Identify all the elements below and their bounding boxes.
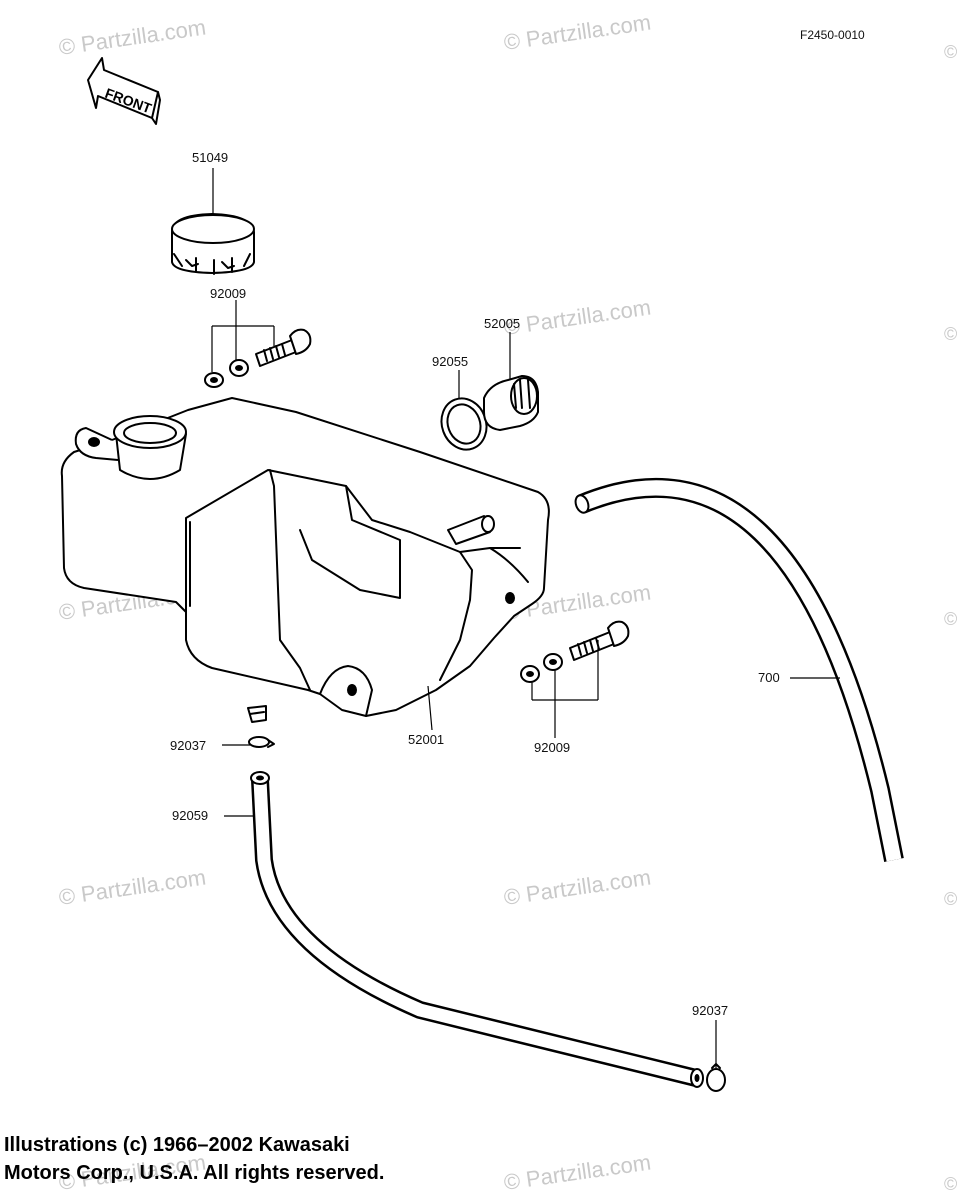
clamp-92037-top: [248, 736, 275, 748]
watermark: © Partzilla.com: [502, 10, 652, 55]
leader-lines: [211, 168, 840, 1068]
watermark: © Partzilla.com: [502, 1150, 652, 1195]
part-number: 92037: [692, 1003, 728, 1018]
watermark-edge: ©: [944, 1174, 957, 1194]
watermark-edge: ©: [944, 324, 957, 344]
part-number: 92009: [210, 286, 246, 301]
part-labels: 51049 92009 52005 92055 52001 92009 700 …: [170, 150, 780, 1018]
diagram-code: F2450-0010: [800, 28, 865, 42]
copyright-line-2: Motors Corp., U.S.A. All rights reserved…: [4, 1162, 385, 1184]
reservoir-tank-52001: [60, 397, 550, 723]
part-number: 92009: [534, 740, 570, 755]
oring-92055: [440, 397, 488, 451]
cap-51049: [171, 213, 255, 275]
bolt-set-top: [204, 328, 312, 388]
bolt-set-side: [520, 620, 630, 683]
part-number: 92055: [432, 354, 468, 369]
watermark: © Partzilla.com: [502, 865, 652, 910]
watermark-edge: ©: [944, 609, 957, 629]
watermark-edge: ©: [944, 889, 957, 909]
watermark: © Partzilla.com: [57, 865, 207, 910]
part-number: 52005: [484, 316, 520, 331]
part-number: 92037: [170, 738, 206, 753]
watermark-edge: ©: [944, 42, 957, 62]
part-number: 92059: [172, 808, 208, 823]
part-number: 51049: [192, 150, 228, 165]
watermark: © Partzilla.com: [57, 15, 207, 60]
plug-52005: [483, 375, 539, 431]
part-number: 700: [758, 670, 780, 685]
hose-700: [574, 478, 904, 862]
watermark: © Partzilla.com: [502, 295, 652, 340]
copyright-line-1: Illustrations (c) 1966–2002 Kawasaki: [4, 1134, 350, 1156]
front-arrow-icon: FRONT: [87, 57, 161, 125]
clamp-92037-bottom: [706, 1063, 726, 1092]
hose-92059: [250, 771, 704, 1088]
part-number: 52001: [408, 732, 444, 747]
